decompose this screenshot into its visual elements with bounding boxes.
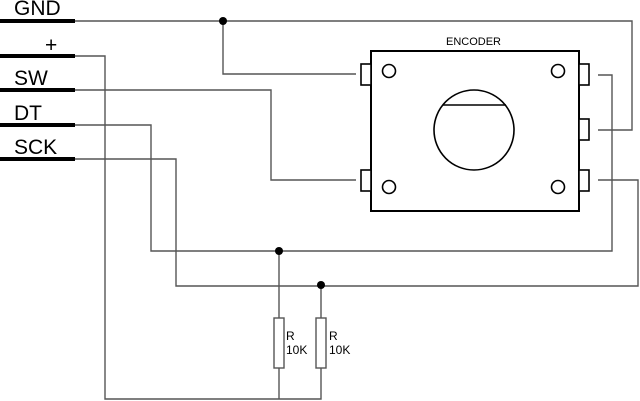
- resistor-r1: [273, 317, 285, 369]
- encoder-pin-left-top: [360, 63, 372, 86]
- encoder-label: ENCODER: [446, 36, 501, 48]
- wire-sw: [75, 89, 356, 181]
- pin-label-sck: SCK: [14, 136, 57, 159]
- encoder-pin-left-bottom: [360, 169, 372, 192]
- junction-gnd: [219, 17, 227, 25]
- pin-label-dt: DT: [14, 102, 42, 125]
- wire-vcc: [75, 55, 322, 400]
- junction-dt: [275, 247, 283, 255]
- encoder-pin-right-top: [578, 63, 590, 86]
- junction-sck: [317, 281, 325, 289]
- resistor-r1-name: R: [286, 329, 295, 343]
- pin-label-gnd: GND: [14, 0, 61, 20]
- pin-label-vcc: +: [45, 34, 57, 57]
- encoder-pin-right-middle: [578, 118, 590, 141]
- resistor-r2: [315, 317, 327, 369]
- mounting-hole-bottom-right: [550, 179, 566, 195]
- resistor-r1-value: 10K: [286, 343, 307, 357]
- encoder-pin-right-bottom: [578, 169, 590, 192]
- wire-dt: [75, 74, 613, 252]
- wire-gnd-right: [75, 20, 633, 131]
- resistor-r2-value: 10K: [329, 343, 350, 357]
- mounting-hole-top-left: [381, 63, 397, 79]
- wire-sck: [75, 158, 639, 287]
- encoder-shaft: [433, 89, 515, 171]
- mounting-hole-bottom-left: [381, 179, 397, 195]
- wire-gnd-left: [222, 21, 356, 75]
- resistor-r2-name: R: [329, 329, 338, 343]
- mounting-hole-top-right: [550, 63, 566, 79]
- pin-label-sw: SW: [14, 67, 48, 90]
